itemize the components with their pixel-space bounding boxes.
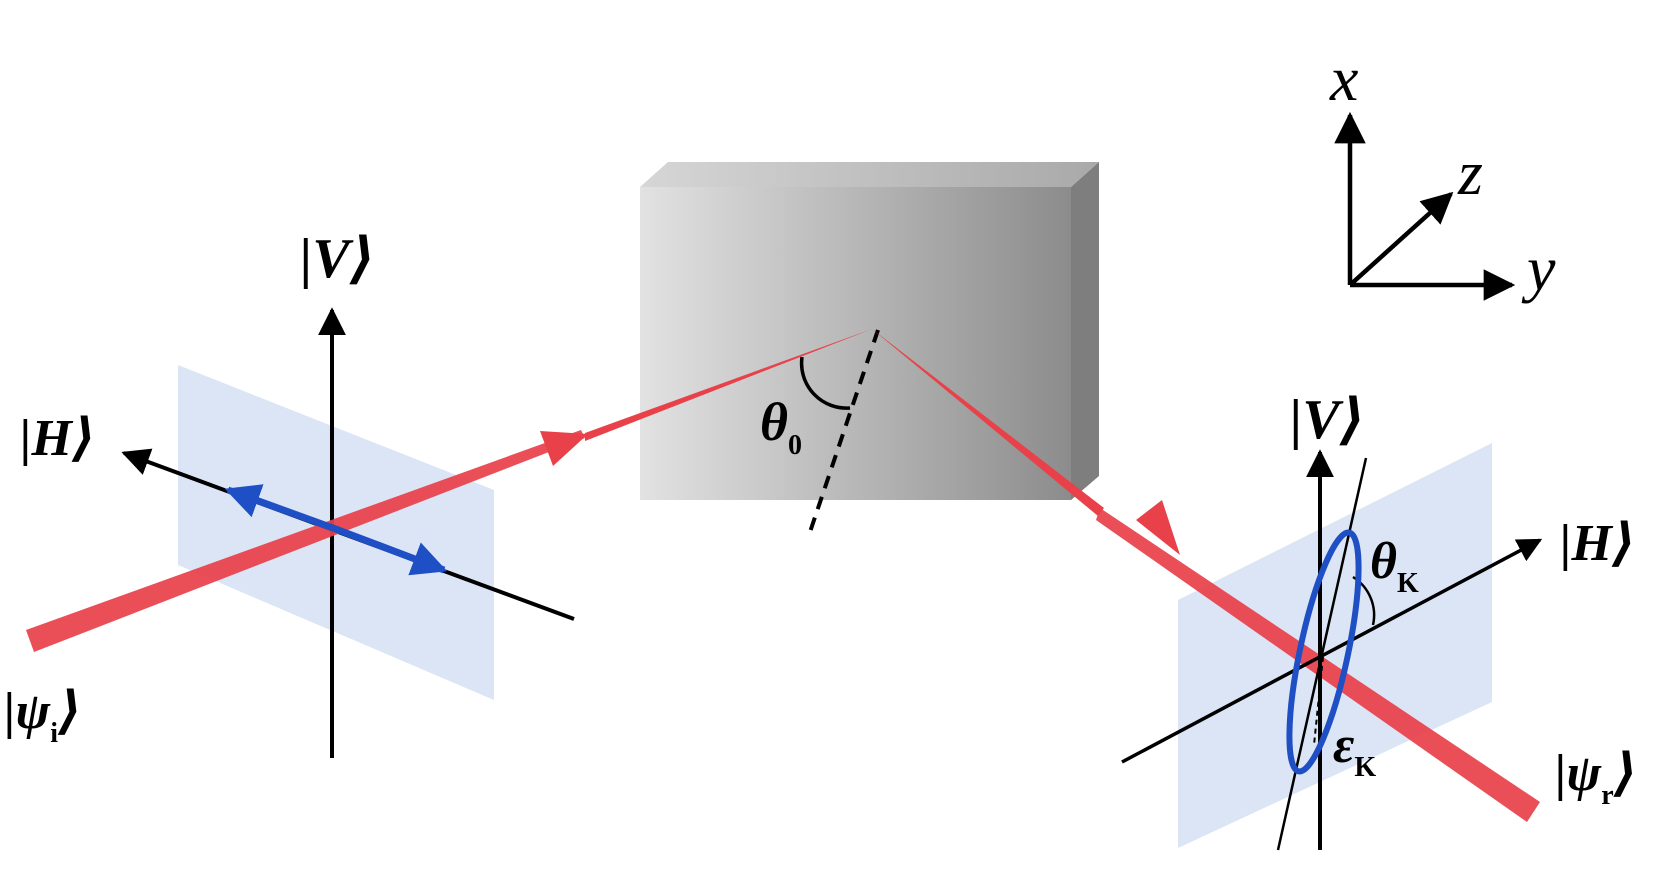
incident-beam-arrowhead xyxy=(540,431,588,466)
label-epsilon-k: εK xyxy=(1333,717,1376,783)
label-theta-0: θ0 xyxy=(760,392,802,461)
label-left-v: |V⟩ xyxy=(300,228,375,290)
ellipticity-marker xyxy=(1313,656,1324,746)
sample-block: θ0 xyxy=(585,162,1104,533)
coordinate-axes: x y z xyxy=(1329,43,1556,304)
ellipse-major-axis xyxy=(1276,457,1368,851)
reflected-plane xyxy=(1178,443,1492,848)
y-axis-label: y xyxy=(1521,233,1556,304)
z-axis-label: z xyxy=(1457,137,1483,208)
beam-reflected-thin xyxy=(872,329,1104,516)
reflected-polarization-group: |V⟩ |H⟩ θK εK |ψr⟩ xyxy=(1096,389,1637,851)
incident-polarization-arrow-2 xyxy=(331,524,448,576)
incident-beam xyxy=(26,430,585,652)
label-psi-r: |ψr⟩ xyxy=(1555,745,1637,811)
incident-polarization-group: |V⟩ |H⟩ |ψi⟩ xyxy=(4,228,588,758)
beam-incident-thin xyxy=(585,329,872,441)
label-left-h: |H⟩ xyxy=(20,410,96,467)
surface-normal xyxy=(808,329,880,533)
incidence-angle-arc xyxy=(799,356,851,410)
sample-top-face xyxy=(640,162,1099,187)
sample-front-face xyxy=(640,187,1071,500)
label-right-v: |V⟩ xyxy=(1290,389,1365,451)
z-axis-arrow xyxy=(1348,191,1454,287)
reflected-h-axis xyxy=(1121,538,1543,764)
x-axis-label: x xyxy=(1329,43,1358,114)
polarization-ellipse xyxy=(1286,529,1362,775)
label-right-h: |H⟩ xyxy=(1560,515,1636,572)
sample-side-face xyxy=(1071,162,1099,500)
label-psi-i: |ψi⟩ xyxy=(4,683,82,749)
label-theta-k: θK xyxy=(1370,533,1419,599)
reflected-beam-arrowhead xyxy=(1136,500,1180,555)
incident-polarization-arrow xyxy=(224,484,335,532)
